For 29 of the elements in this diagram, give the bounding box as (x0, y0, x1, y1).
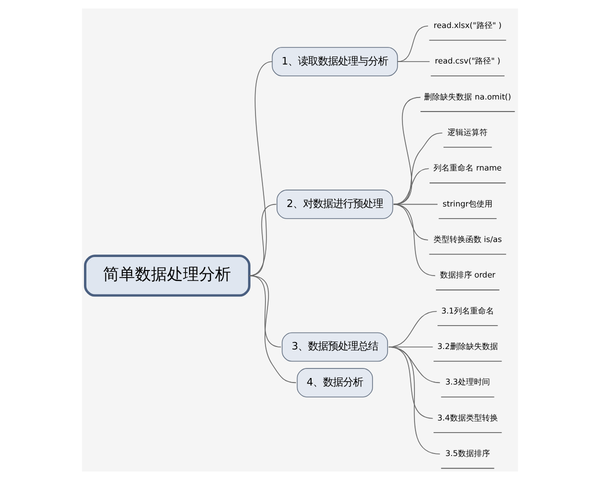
node-text: 数据排序 order (440, 270, 496, 280)
node-text: 3.4数据类型转换 (437, 413, 498, 422)
node-text: 删除缺失数据 na.omit() (424, 92, 512, 102)
connector (393, 168, 430, 205)
connector (388, 346, 434, 348)
connector (397, 61, 430, 62)
connector (388, 346, 440, 454)
node-text: 3.5数据排序 (445, 449, 490, 458)
node-text: 逻辑运算符 (448, 128, 488, 137)
node-box: 1、读取数据处理与分析 (272, 46, 398, 76)
node-box: 简单数据处理分析 (84, 254, 250, 297)
node-text: 列名重命名 rname (434, 164, 502, 173)
node-text: stringr包使用 (442, 199, 493, 208)
connector (393, 204, 436, 276)
node-box: 4、数据分析 (296, 368, 373, 398)
connector (393, 132, 443, 205)
node-box: 3、数据预处理总结 (282, 332, 388, 362)
node-text: 3.3处理时间 (445, 378, 490, 387)
node-text: 3.1列名重命名 (441, 306, 494, 316)
connector (388, 346, 440, 384)
node-box: 2、对数据进行预处理 (276, 190, 394, 219)
node-text: read.xlsx("路径" ) (434, 20, 502, 30)
connector (388, 346, 434, 419)
connector (388, 310, 438, 348)
node-text: 3.2删除缺失数据 (437, 342, 498, 351)
connector (248, 275, 296, 384)
node-text: 类型转换函数 is/as (433, 234, 502, 244)
connector (248, 204, 277, 276)
node-text: read.csv("路径" ) (434, 56, 500, 66)
